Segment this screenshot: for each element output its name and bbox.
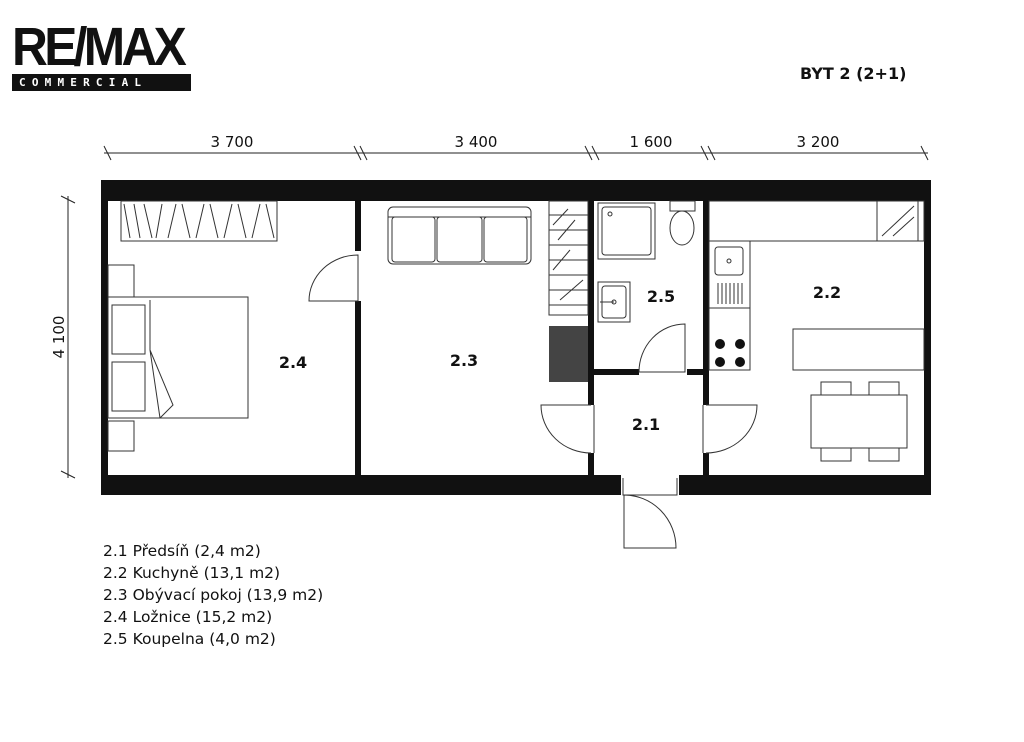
tv-cabinet xyxy=(549,326,588,382)
bedroom-furniture xyxy=(107,200,278,452)
dimension-label-2: 3 400 xyxy=(455,133,498,151)
unit-title: BYT 2 (2+1) xyxy=(800,64,907,83)
legend-item: 2.5 Koupelna (4,0 m2) xyxy=(103,630,276,648)
remax-logo: RE/MAX COMMERCIAL xyxy=(12,17,198,91)
kitchen-furniture xyxy=(708,200,925,462)
room-label-2-1: 2.1 xyxy=(632,415,660,434)
legend-item: 2.4 Ložnice (15,2 m2) xyxy=(103,608,273,626)
living-room-furniture xyxy=(387,200,589,316)
dimension-label-4: 3 200 xyxy=(797,133,840,151)
kitchen-hob xyxy=(715,339,745,367)
dimension-lines xyxy=(60,145,929,479)
room-label-2-5: 2.5 xyxy=(647,287,675,306)
logo-subtitle: COMMERCIAL xyxy=(12,74,191,91)
room-label-2-2: 2.2 xyxy=(813,283,841,302)
dimension-label-1: 3 700 xyxy=(211,133,254,151)
bathroom-fixtures xyxy=(597,200,696,323)
room-label-2-3: 2.3 xyxy=(450,351,478,370)
walls xyxy=(101,180,931,495)
dimension-label-height: 4 100 xyxy=(50,316,68,359)
room-label-2-4: 2.4 xyxy=(279,353,307,372)
legend-item: 2.3 Obývací pokoj (13,9 m2) xyxy=(103,586,324,604)
doors xyxy=(308,254,758,549)
legend-item: 2.1 Předsíň (2,4 m2) xyxy=(103,542,261,560)
dimension-label-3: 1 600 xyxy=(630,133,673,151)
legend-item: 2.2 Kuchyně (13,1 m2) xyxy=(103,564,281,582)
room-legend: 2.1 Předsíň (2,4 m2) 2.2 Kuchyně (13,1 m… xyxy=(103,540,323,650)
logo-wordmark: RE/MAX xyxy=(12,17,187,77)
